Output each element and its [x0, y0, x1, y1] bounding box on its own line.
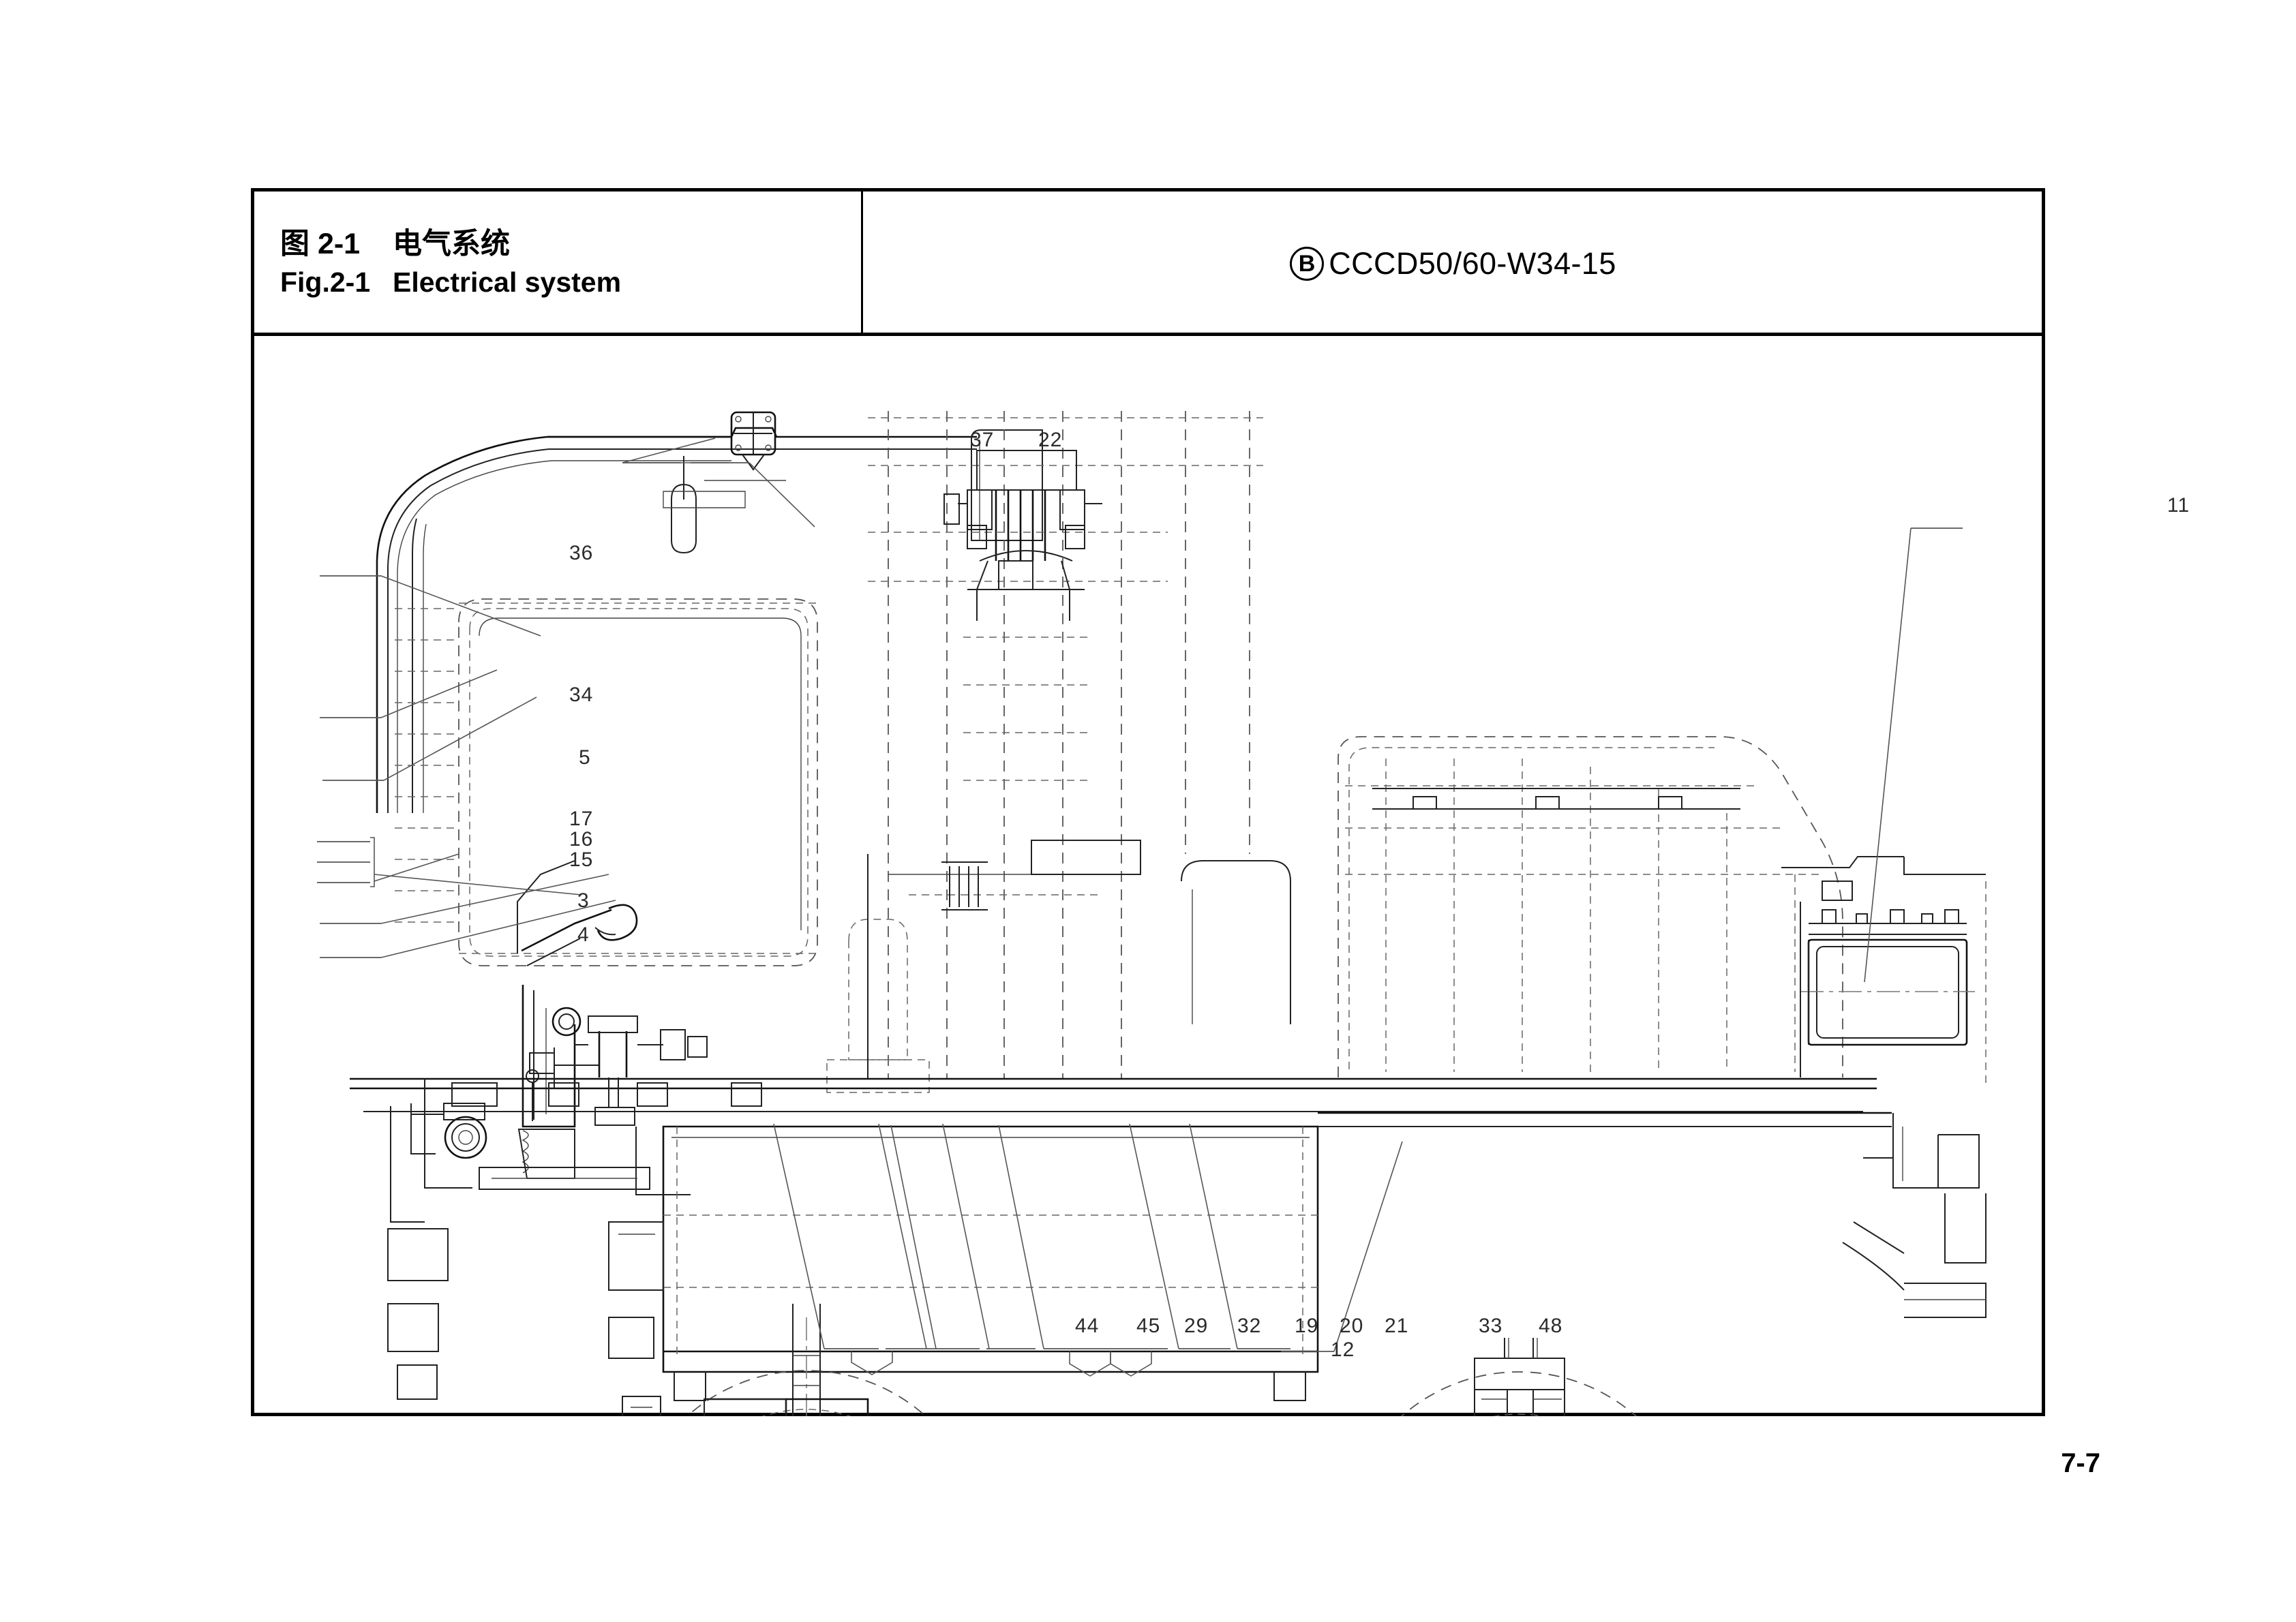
callout-3: 3	[577, 889, 590, 912]
header-divider	[861, 192, 863, 336]
callout-44: 44	[1075, 1315, 1100, 1337]
callout-33: 33	[1479, 1315, 1503, 1337]
callout-12: 12	[1331, 1338, 1355, 1361]
title-block: 图 2-1 电气系统 Fig.2-1 Electrical system	[280, 224, 621, 301]
assembly-drawing: .s { fill:none; stroke:#222; stroke-widt…	[254, 336, 2042, 1416]
callout-15: 15	[569, 848, 594, 871]
callout-19: 19	[1295, 1315, 1319, 1337]
callout-21: 21	[1385, 1315, 1409, 1337]
callout-36: 36	[569, 542, 594, 564]
callout-34: 34	[569, 684, 594, 706]
drawing-frame: 图 2-1 电气系统 Fig.2-1 Electrical system B C…	[251, 188, 2189, 1416]
callout-48: 48	[1539, 1315, 1563, 1337]
model-block: B CCCD50/60-W34-15	[861, 192, 2045, 336]
callout-32: 32	[1237, 1315, 1262, 1337]
callout-4: 4	[577, 923, 590, 946]
callout-11: 11	[2167, 494, 2190, 517]
callout-17: 17	[569, 808, 594, 830]
callout-20: 20	[1340, 1315, 1364, 1337]
title-header: 图 2-1 电气系统 Fig.2-1 Electrical system B C…	[254, 192, 2042, 336]
callout-37: 37	[970, 429, 995, 451]
variant-badge-icon: B	[1290, 247, 1325, 281]
figure-label-en: Fig.2-1	[280, 266, 371, 299]
figure-title-cn: 电气系统	[393, 228, 510, 260]
callout-29: 29	[1184, 1315, 1209, 1337]
callout-45: 45	[1136, 1315, 1161, 1337]
callout-22: 22	[1038, 429, 1063, 451]
callout-5: 5	[579, 746, 591, 769]
figure-label-cn: 图 2-1	[280, 228, 361, 260]
model-code: CCCD50/60-W34-15	[1329, 246, 1616, 281]
callout-16: 16	[569, 828, 594, 851]
figure-title-en: Electrical system	[393, 266, 622, 299]
page-number: 7-7	[2061, 1448, 2100, 1478]
